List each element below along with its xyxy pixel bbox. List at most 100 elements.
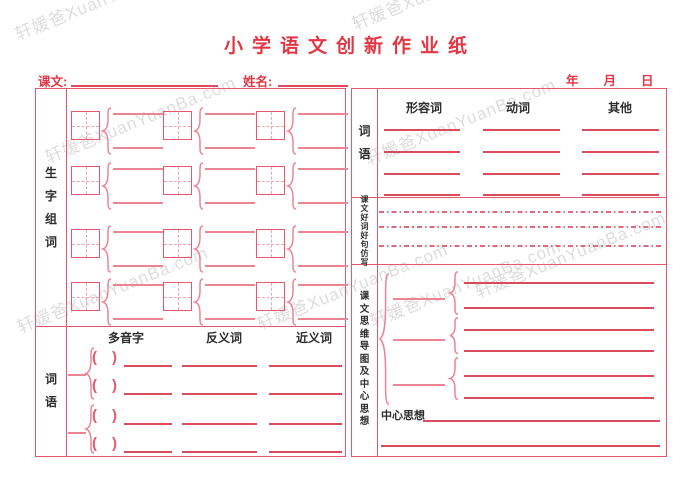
right-word-section-label: 词语: [358, 124, 371, 161]
curly-brace-icon: [287, 278, 297, 326]
writing-line: [182, 423, 257, 425]
char-word-cell: [163, 107, 255, 155]
curly-brace-icon: [449, 357, 459, 400]
curly-brace-icon: [102, 162, 112, 210]
writing-line: [298, 168, 348, 170]
paren-pair: (): [92, 377, 117, 394]
central-idea-label: 中心思想: [381, 410, 425, 422]
curly-brace-icon: [102, 278, 112, 326]
char-word-cell: [71, 225, 163, 273]
char-word-cell: [71, 107, 163, 155]
writing-line: [384, 129, 460, 131]
writing-line: [381, 445, 660, 447]
right-word-section: 形容词 动词 其他: [379, 89, 664, 197]
group-connector-line: [68, 374, 86, 376]
writing-line: [113, 168, 163, 170]
char-word-cell: [71, 162, 163, 210]
writing-line: [464, 307, 654, 309]
writing-line: [182, 451, 257, 453]
character-grid-box: [163, 229, 192, 258]
writing-line: [384, 194, 460, 196]
right-section-divider-2: [352, 264, 666, 265]
writing-line: [483, 194, 560, 196]
curly-brace-icon: [194, 225, 204, 273]
writing-line: [113, 147, 163, 149]
writing-line: [298, 231, 348, 233]
character-grid-box: [71, 282, 100, 311]
curly-brace-icon: [194, 278, 204, 326]
writing-line: [464, 329, 654, 331]
right-table: 词语 课文好词好句仿写 课文思维导图及中心思想 形容词 动词 其他: [351, 88, 667, 457]
page-title: 小学语文创新作业纸: [223, 36, 476, 57]
writing-line: [423, 420, 660, 422]
curly-brace-icon: [194, 107, 204, 155]
lesson-label: 课文:: [38, 75, 68, 89]
writing-line: [483, 129, 560, 131]
writing-line: [269, 365, 342, 367]
day-label: 日: [641, 74, 654, 88]
watermark: 轩媛爸XuanYuanBa.com: [350, 0, 547, 35]
writing-line: [113, 202, 163, 204]
dash-dot-writing-line: [379, 211, 663, 213]
char-word-cell: [163, 278, 255, 326]
writing-line: [269, 451, 342, 453]
writing-line: [464, 282, 654, 284]
character-grid-box: [71, 229, 100, 258]
writing-line: [205, 265, 255, 267]
name-label: 姓名:: [243, 75, 273, 89]
writing-line: [205, 147, 255, 149]
column-header-jinyici: 近义词: [296, 331, 333, 345]
character-grid-box: [256, 111, 285, 140]
writing-line: [124, 393, 172, 395]
name-fill-line: [278, 85, 348, 87]
char-word-cell: [256, 278, 348, 326]
left-label-divider: [66, 89, 67, 456]
char-word-cell: [163, 225, 255, 273]
writing-line: [113, 231, 163, 233]
character-grid-box: [163, 282, 192, 311]
group-connector-line: [68, 432, 86, 434]
writing-line: [298, 113, 348, 115]
writing-line: [483, 173, 560, 175]
writing-line: [205, 318, 255, 320]
new-char-grid: [68, 89, 348, 326]
left-word-section: 多音字 反义词 近义词 () () () (): [68, 326, 344, 456]
imitation-section-label: 课文好词好句仿写: [360, 194, 369, 267]
branch-line: [393, 384, 445, 386]
writing-line: [483, 151, 560, 153]
writing-line: [113, 265, 163, 267]
writing-line: [269, 423, 342, 425]
left-table: 生字组词 词语 多音字 反义词 近义词: [35, 88, 348, 457]
right-label-divider: [377, 89, 378, 456]
mindmap-section-label: 课文思维导图及中心思想: [359, 291, 370, 428]
writing-line: [124, 451, 172, 453]
dash-dot-writing-line: [379, 226, 663, 228]
character-grid-box: [256, 229, 285, 258]
lesson-fill-line: [71, 85, 218, 87]
dash-dot-writing-line: [379, 245, 663, 247]
month-fill-line: [580, 75, 602, 89]
character-grid-box: [256, 166, 285, 195]
char-word-cell: [256, 107, 348, 155]
column-header-dongci: 动词: [506, 101, 531, 115]
curly-brace-icon: [194, 162, 204, 210]
writing-line: [384, 173, 460, 175]
writing-line: [582, 194, 659, 196]
char-word-cell: [256, 162, 348, 210]
curly-brace-icon: [287, 107, 297, 155]
character-grid-box: [163, 111, 192, 140]
char-word-cell: [256, 225, 348, 273]
writing-line: [113, 113, 163, 115]
writing-line: [205, 284, 255, 286]
curly-brace-icon: [287, 225, 297, 273]
writing-line: [269, 393, 342, 395]
character-grid-box: [71, 111, 100, 140]
curly-brace-icon: [102, 225, 112, 273]
writing-line: [113, 284, 163, 286]
char-word-cell: [163, 162, 255, 210]
writing-line: [298, 202, 348, 204]
new-char-section-label: 生字组词: [44, 165, 57, 249]
writing-line: [182, 365, 257, 367]
year-label: 年: [566, 74, 579, 88]
